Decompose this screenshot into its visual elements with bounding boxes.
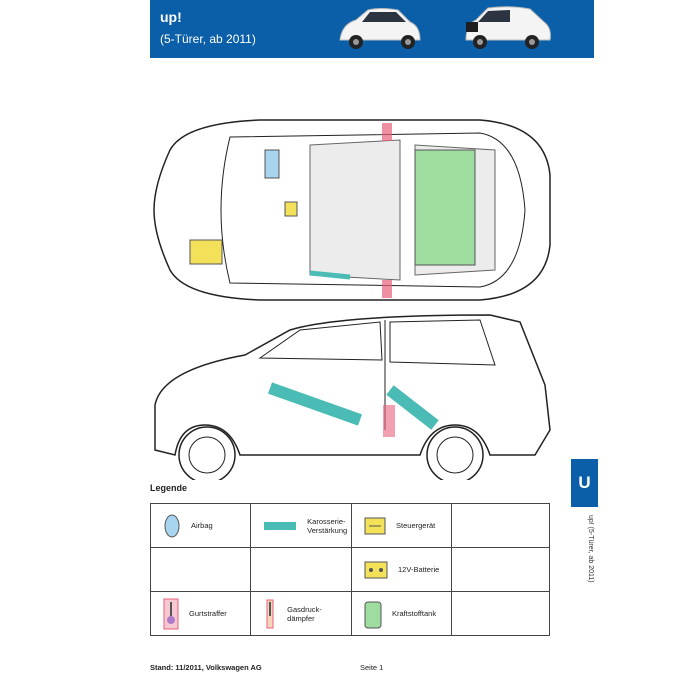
header-strip [577, 0, 594, 58]
legend-title: Legende [150, 483, 188, 493]
legend-item-gas-damper: Gasdruck- dämpfer [251, 593, 351, 635]
battery-icon [364, 561, 388, 578]
vertical-caption: up! (5-Türer, ab 2011) [583, 515, 595, 585]
battery-top-marker [189, 239, 223, 265]
footer-page: Seite 1 [360, 663, 384, 672]
legend-item-reinforcement: Karosserie- Verstärkung [251, 505, 351, 547]
airbag-top-marker [264, 149, 280, 179]
vertical-caption-text: up! (5-Türer, ab 2011) [587, 515, 594, 583]
section-tab[interactable]: U [571, 459, 598, 507]
control-unit-icon [364, 517, 386, 534]
reinforcement-icon [264, 521, 297, 530]
belt-tensioner-icon [163, 598, 179, 629]
car-side-view [154, 314, 551, 480]
legend-item-belt-tensioner: Gurtstraffer [151, 593, 250, 635]
car-front-photo [328, 2, 428, 56]
fuel-tank-icon [364, 601, 382, 628]
footer-stand: Stand: 11/2011, Volkswagen AG [150, 663, 262, 672]
page-subtitle: (5-Türer, ab 2011) [160, 32, 256, 46]
gas-damper-icon [266, 599, 274, 628]
car-rear-photo [458, 2, 558, 56]
airbag-icon [164, 514, 180, 537]
page-title: up! [160, 9, 182, 25]
fuel-tank-top-marker [414, 149, 476, 266]
car-top-view [153, 119, 551, 301]
belt-tensioner-marker [383, 405, 395, 437]
legend-item-airbag: Airbag [151, 505, 250, 547]
reinforcement-marker [267, 382, 363, 426]
control-unit-top-marker [284, 201, 298, 217]
legend-item-control-unit: Steuergerät [352, 505, 451, 547]
legend-item-battery: 12V-Batterie [352, 549, 451, 591]
legend-item-fuel-tank: Kraftstofftank [352, 593, 451, 635]
legend-table: Airbag Karosserie- Verstärkung Steuerger… [149, 503, 550, 636]
